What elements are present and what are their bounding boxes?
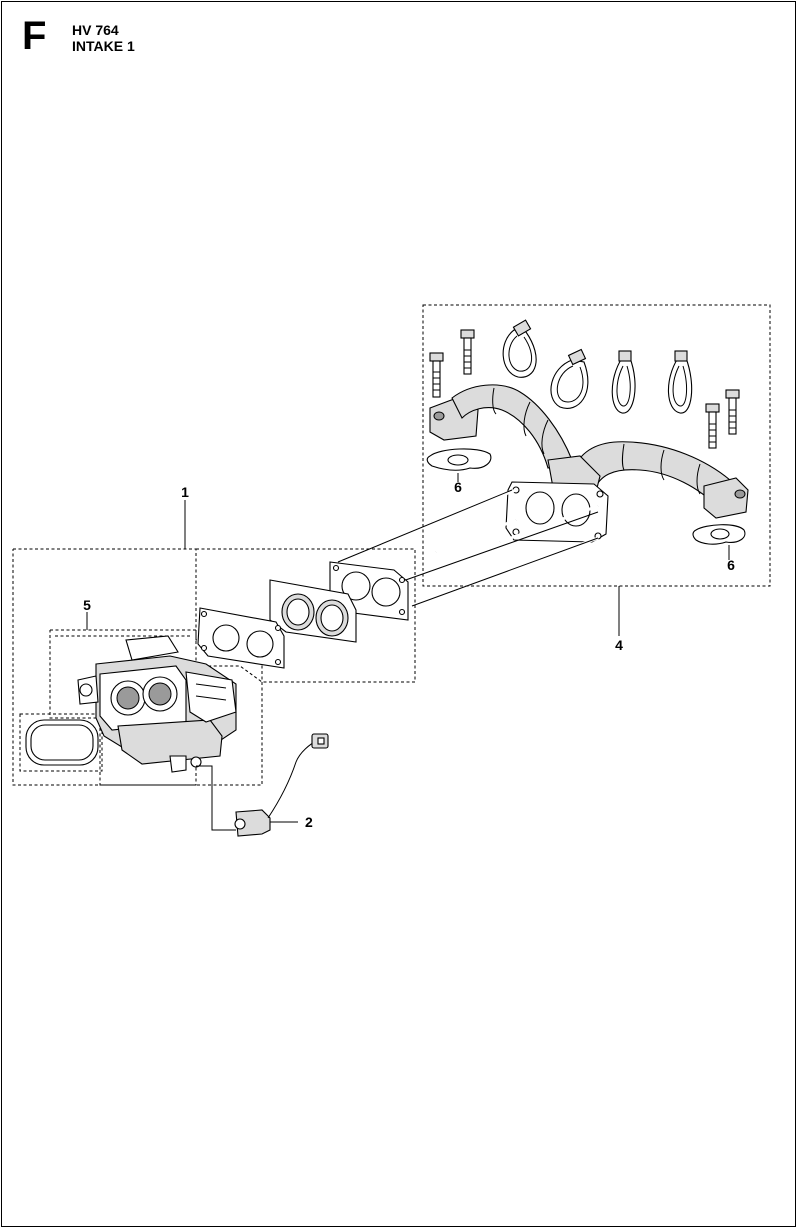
bolt-1 bbox=[429, 352, 444, 398]
group-5-boundary bbox=[49, 629, 263, 786]
diagram-title: INTAKE 1 bbox=[72, 38, 135, 54]
fuel-solenoid bbox=[196, 733, 329, 837]
spacer-plate bbox=[269, 579, 357, 643]
group-1-gasket-boundary bbox=[196, 548, 416, 683]
intake-manifold bbox=[429, 384, 749, 543]
group-4-boundary bbox=[422, 304, 771, 587]
bolt-4 bbox=[725, 389, 740, 435]
section-letter: F bbox=[22, 14, 47, 58]
oring-boundary bbox=[19, 713, 103, 772]
callout-4: 4 bbox=[615, 637, 623, 653]
stud-2 bbox=[435, 518, 517, 554]
bolt-3 bbox=[705, 403, 720, 449]
callout-5: 5 bbox=[83, 597, 91, 613]
oring bbox=[25, 719, 99, 766]
hose-clamp-4 bbox=[667, 350, 693, 414]
flange-gasket-left bbox=[426, 448, 492, 471]
flange-gasket-right bbox=[692, 524, 746, 545]
carburetor bbox=[77, 635, 237, 773]
callout-6-left: 6 bbox=[454, 479, 462, 495]
callout-2: 2 bbox=[305, 814, 313, 830]
hose-clamp-3 bbox=[611, 350, 636, 414]
alignment-line-2 bbox=[399, 511, 599, 583]
group-1-boundary bbox=[12, 548, 197, 786]
model-number: HV 764 bbox=[72, 22, 119, 38]
alignment-line-1 bbox=[337, 489, 513, 563]
alignment-line-3 bbox=[411, 537, 599, 607]
callout-6-right: 6 bbox=[727, 557, 735, 573]
hose-clamp-1 bbox=[502, 319, 537, 378]
stud-3 bbox=[499, 504, 599, 544]
hose-clamp-2 bbox=[550, 348, 589, 409]
callout-1: 1 bbox=[181, 484, 189, 500]
gasket-inner bbox=[197, 607, 285, 669]
bolt-2 bbox=[460, 329, 475, 375]
